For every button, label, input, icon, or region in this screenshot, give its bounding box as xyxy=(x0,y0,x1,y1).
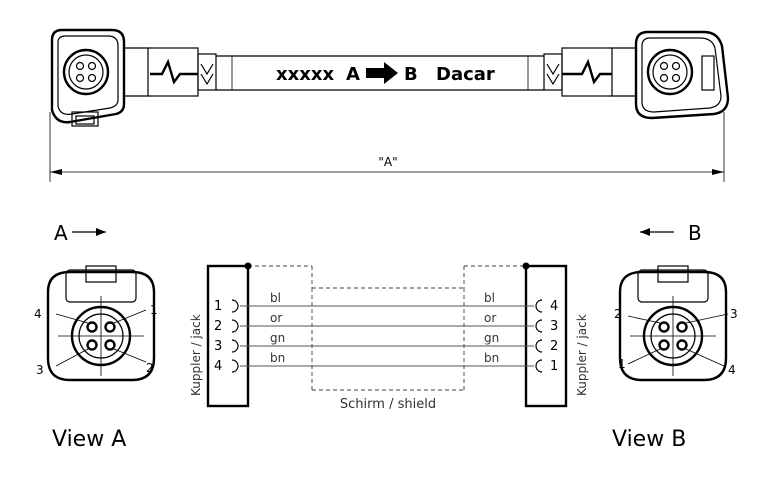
view-b: B 1 2 3 4 View B xyxy=(612,221,738,452)
direction-arrow xyxy=(366,62,398,84)
view-a: A 1 2 3 4 View A xyxy=(34,221,158,452)
view-b-pin-4: 4 xyxy=(728,363,736,377)
right-pin-4: 4 xyxy=(550,299,558,314)
left-socket-2 xyxy=(231,319,239,333)
dimension-label: "A" xyxy=(378,155,397,169)
wire-color-right-3: gn xyxy=(484,331,499,345)
view-a-pin-2: 2 xyxy=(146,361,154,375)
left-connector-label: Kuppler / jack xyxy=(189,314,203,396)
length-dimension xyxy=(49,112,725,182)
right-socket-3 xyxy=(535,339,543,353)
shield-outline xyxy=(248,265,526,391)
wire-color-left-2: or xyxy=(270,311,282,325)
wiring-schematic xyxy=(206,262,568,408)
right-pin-3: 3 xyxy=(550,319,558,334)
wire-color-right-2: or xyxy=(484,311,496,325)
wire-color-left-4: bn xyxy=(270,351,285,365)
view-b-pin-3: 3 xyxy=(730,307,738,321)
cable-from-label: A xyxy=(346,64,360,85)
view-b-pin-1: 1 xyxy=(618,357,626,371)
wire-color-left-1: bl xyxy=(270,291,281,305)
right-pin-2: 2 xyxy=(550,339,558,354)
right-pin-1: 1 xyxy=(550,359,558,374)
cable-code: xxxxx xyxy=(276,64,334,85)
right-connector-label: Kuppler / jack xyxy=(575,314,589,396)
cable-sleeve xyxy=(216,55,544,91)
left-socket-3 xyxy=(231,339,239,353)
view-a-connector-face xyxy=(46,265,156,382)
left-pin-4: 4 xyxy=(214,359,222,374)
view-b-connector-face xyxy=(618,265,729,382)
right-socket-4 xyxy=(535,359,543,373)
view-a-pin-4: 4 xyxy=(34,307,42,321)
cable-to-label: B xyxy=(404,64,418,85)
wire-color-right-4: bn xyxy=(484,351,499,365)
left-jack-block xyxy=(206,264,250,408)
wire-color-left-3: gn xyxy=(270,331,285,345)
view-a-pin-3: 3 xyxy=(36,363,44,377)
left-connector-body xyxy=(50,28,217,127)
view-b-caption: View B xyxy=(612,427,686,452)
left-pin-1: 1 xyxy=(214,299,222,314)
view-a-pin-1: 1 xyxy=(150,303,158,317)
left-socket-4 xyxy=(231,359,239,373)
cable-assembly: xxxxx A B Dacar xyxy=(50,28,730,127)
view-b-direction-label: B xyxy=(688,221,702,245)
shield-label: Schirm / shield xyxy=(340,397,436,412)
right-socket-1 xyxy=(535,299,543,313)
right-shield-dot xyxy=(522,262,530,270)
left-socket-1 xyxy=(231,299,239,313)
left-pin-2: 2 xyxy=(214,319,222,334)
wire-color-right-1: bl xyxy=(484,291,495,305)
view-a-direction-label: A xyxy=(54,221,68,245)
cable-brand: Dacar xyxy=(436,64,495,85)
right-jack-block xyxy=(524,264,568,408)
left-pin-3: 3 xyxy=(214,339,222,354)
right-connector-body xyxy=(543,30,730,120)
left-shield-dot xyxy=(244,262,252,270)
view-a-caption: View A xyxy=(52,427,126,452)
view-b-pin-2: 2 xyxy=(614,307,622,321)
right-socket-2 xyxy=(535,319,543,333)
